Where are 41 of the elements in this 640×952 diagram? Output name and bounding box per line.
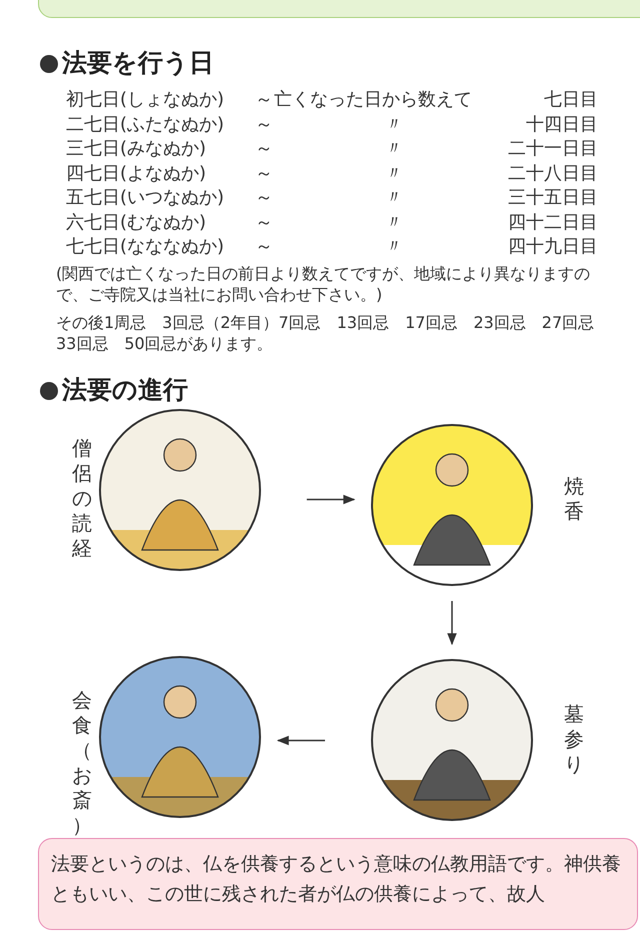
table-cell: 七七日(なななぬか) (66, 235, 224, 259)
table-cell: 三七日(みなぬか) (66, 137, 206, 161)
note-text: 法要というのは、仏を供養するという意味の仏教用語です。神供養ともいい、この世に残された者が仏の供養によって、故人 (51, 852, 622, 907)
table-cell: 〃 (385, 210, 403, 234)
note-panel (38, 838, 638, 930)
section-heading: 法要の進行 (62, 375, 188, 405)
vertical-caption: 会食（お斎） (71, 688, 93, 838)
table-cell: 〃 (385, 162, 403, 186)
note-text: その後1周忌 3回忌（2年目）7回忌 13回忌 17回忌 23回忌 27回忌 33回忌 50回忌があります。 (56, 312, 596, 354)
table-cell: ～ (255, 137, 273, 161)
table-cell: 六七日(むなぬか) (66, 210, 206, 234)
table-cell: 四七日(よなぬか) (66, 162, 206, 186)
table-cell: 四十九日目 (508, 235, 598, 259)
table-cell: ～ (255, 210, 273, 234)
vertical-caption: 僧侶の読経 (71, 436, 93, 561)
arrow (306, 494, 356, 504)
vertical-caption: 焼香 (563, 474, 585, 524)
table-cell: 二十八日目 (508, 162, 598, 186)
arrow (276, 736, 325, 746)
table-cell: 〃 (385, 235, 403, 259)
vertical-caption: 墓参り (563, 702, 585, 777)
note-text: (関西では亡くなった日の前日より数えてですが、地域により異なりますので、ご寺院又は当社にお問い合わせ下さい。) (56, 263, 592, 305)
table-cell: 二七日(ふたなぬか) (66, 112, 224, 136)
section-heading: 法要を行う日 (62, 48, 214, 78)
table-cell: ～ (255, 112, 273, 136)
table-cell: 二十一日目 (508, 137, 598, 161)
table-cell: 初七日(しょなぬか) (66, 88, 224, 112)
table-cell: 七日目 (544, 88, 598, 112)
table-cell: ～ (255, 235, 273, 259)
table-cell: 五七日(いつなぬか) (66, 186, 224, 210)
table-cell: 三十五日目 (508, 186, 598, 210)
table-cell: 〃 (385, 137, 403, 161)
table-cell: 十四日目 (526, 112, 598, 136)
table-cell: ～ (255, 186, 273, 210)
table-cell: ～ (255, 88, 273, 112)
table-cell: 〃 (385, 186, 403, 210)
table-cell: 四十二日目 (508, 210, 598, 234)
table-cell: 〃 (385, 112, 403, 136)
arrow (447, 601, 457, 646)
table-cell: 亡くなった日から数えて (274, 88, 472, 112)
table-cell: ～ (255, 162, 273, 186)
